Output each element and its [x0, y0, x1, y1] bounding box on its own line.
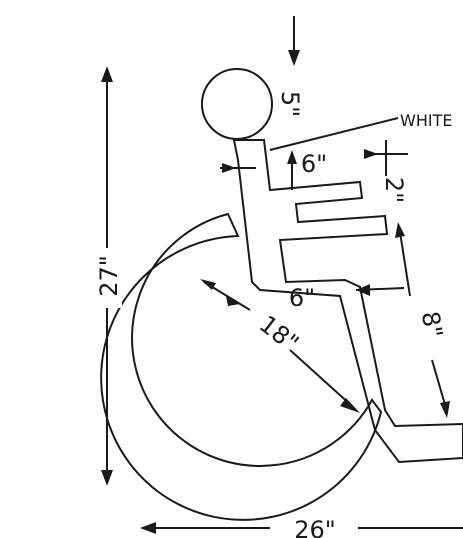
leg-height-label: 8" [416, 309, 448, 340]
total-width-dimension: 26" [140, 516, 463, 538]
dimension-annotations: 27" 26" 5" WHITE 6" [92, 16, 463, 538]
color-note-label: WHITE [400, 111, 452, 130]
torso-width-label: 6" [301, 150, 327, 178]
wheel-thickness-dimension [200, 279, 251, 311]
arm-width-label: 2" [380, 177, 408, 203]
total-height-dimension: 27" [92, 66, 123, 486]
wheel-radius-label: 18" [254, 310, 304, 358]
arm-width-dimension: 2" [364, 140, 408, 203]
white-callout: WHITE [269, 111, 452, 151]
total-height-label: 27" [95, 255, 123, 297]
leg-height-dimension: 8" [395, 222, 450, 418]
wheel-radius-dimension: 18" [254, 310, 360, 413]
total-width-label: 26" [294, 516, 336, 538]
torso-width-dimension: 6" [220, 150, 327, 190]
wheel-arc [100, 212, 383, 521]
body-outline [232, 139, 463, 464]
head-dimension: 5" [276, 16, 304, 117]
head-diameter-label: 5" [276, 91, 304, 117]
seat-width-dimension: 6" [289, 284, 405, 312]
seat-width-label: 6" [289, 284, 315, 312]
head-circle [201, 68, 273, 140]
wheelchair-symbol [100, 68, 463, 521]
